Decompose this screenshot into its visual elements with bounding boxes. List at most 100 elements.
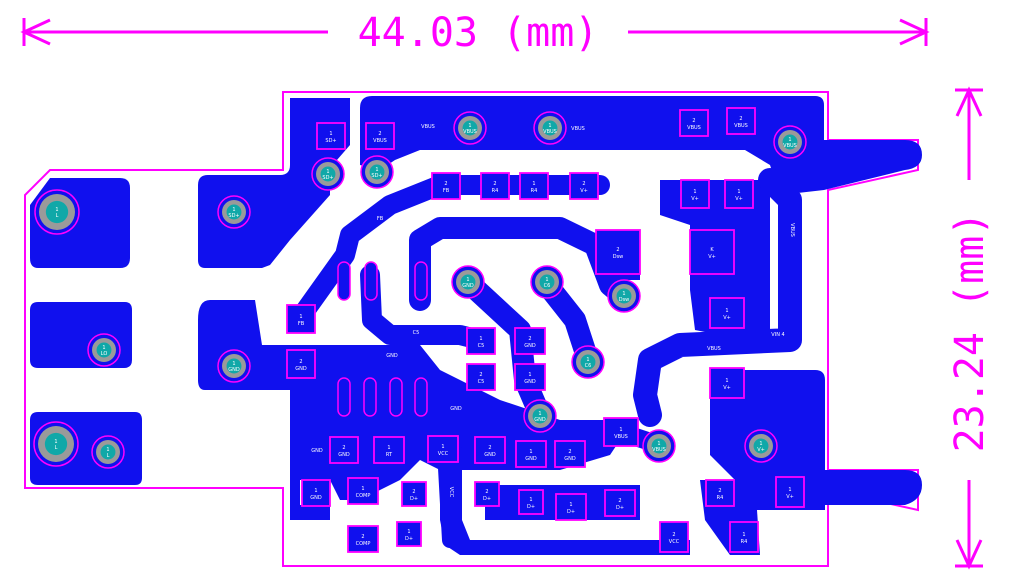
pad-net-label: VBUS: [687, 125, 701, 131]
pad-number: 1: [528, 372, 531, 378]
via-number: 1: [657, 441, 660, 447]
pad-net-label: R4: [741, 539, 748, 545]
pad-outline: [427, 435, 459, 463]
pad-net-label: FB: [298, 321, 305, 327]
pad-net-label: VBUS: [373, 138, 387, 144]
pad-vplus-top: 2V+: [569, 172, 599, 200]
pad-number: 1: [532, 181, 535, 187]
via-hole: [616, 288, 632, 304]
pad-outline: [519, 172, 549, 200]
pad-net-label: COMP: [356, 493, 371, 499]
net-label: VBUS: [707, 346, 721, 352]
pad-net-label: D+: [483, 496, 491, 502]
pad-outline: [726, 107, 756, 135]
pad-net-label: COMP: [356, 541, 371, 547]
via-net-label: GND: [534, 417, 546, 423]
pad-outline: [396, 521, 422, 547]
pad-outline: [705, 479, 735, 507]
pad-outline: [514, 363, 546, 391]
pad-c5-b: 2C5: [466, 363, 496, 391]
pad-outline: [431, 172, 461, 200]
pad-number: 2: [444, 181, 447, 187]
pad-outline: [595, 229, 641, 275]
trace-inner-loop: [409, 217, 633, 311]
pad-r4-bottom-a: 2R4: [705, 479, 735, 507]
via-hole: [782, 134, 798, 150]
via-c6: 1C6: [530, 265, 564, 299]
pad-number: 1: [299, 314, 302, 320]
pad-net-label: D+: [405, 536, 413, 542]
pad-number: 2: [342, 445, 345, 451]
via-number: 1: [326, 169, 329, 175]
pad-outline: [555, 493, 587, 521]
via-vplus-bottom: 1V+: [744, 429, 778, 463]
pad-net-label: C5: [478, 379, 485, 385]
pad-number: 1: [725, 378, 728, 384]
via-net-label: GND: [228, 367, 240, 373]
pad-number: 2: [692, 118, 695, 124]
via-number: 1: [586, 357, 589, 363]
via-hole: [226, 358, 242, 374]
oval-pad: [363, 377, 377, 417]
pad-outline: [329, 436, 359, 464]
pad-r4-bottom-b: 1R4: [729, 521, 759, 553]
via-hole: [100, 444, 116, 460]
pad-number: 2: [528, 336, 531, 342]
pad-number: 1: [619, 427, 622, 433]
pad-outline: [286, 304, 316, 334]
pad-net-label: V+: [691, 196, 699, 202]
oval-pad: [337, 261, 351, 301]
pad-number: 1: [529, 449, 532, 455]
trace-c6: [457, 271, 551, 426]
via-net-label: C6: [544, 283, 551, 289]
pad-sd-plus: 1SD+: [316, 122, 346, 150]
via-hole: [369, 164, 385, 180]
via-net-label: C6: [585, 363, 592, 369]
net-label: VBUS: [421, 124, 435, 130]
net-label: GND: [450, 406, 462, 412]
pad-net-label: GND: [525, 456, 537, 462]
via-lo-left: 1LO: [87, 333, 121, 367]
oval-pad: [414, 261, 428, 301]
pad-outline: [724, 179, 754, 209]
via-number: 1: [375, 167, 378, 173]
net-label: VBUS: [571, 126, 585, 132]
pad-number: 2: [616, 247, 619, 253]
via-net-label: Dsw: [619, 297, 630, 303]
pour-vbus-top: [360, 96, 922, 195]
pad-net-label: VBUS: [734, 123, 748, 129]
via-net-label: L: [55, 445, 58, 451]
via-hole: [532, 408, 548, 424]
via-number: 1: [538, 411, 541, 417]
pad-net-label: FB: [443, 188, 450, 194]
pad-number: 1: [329, 131, 332, 137]
pad-number: 2: [582, 181, 585, 187]
pad-number: 1: [407, 529, 410, 535]
pad-number: 1: [387, 445, 390, 451]
pad-dplus-d: 1D+: [518, 489, 544, 515]
pad-outline: [466, 327, 496, 355]
pad-net-label: VBUS: [614, 434, 628, 440]
pad-outline: [474, 481, 500, 507]
via-hole: [460, 274, 476, 290]
via-net-label: VBUS: [652, 447, 666, 453]
via-sd-mid: 1SD+: [311, 157, 345, 191]
width-dimension-label: 44.03 (mm): [358, 10, 599, 56]
pad-outline: [709, 297, 745, 329]
via-hole: [96, 342, 112, 358]
pad-net-label: Dsw: [613, 254, 624, 260]
